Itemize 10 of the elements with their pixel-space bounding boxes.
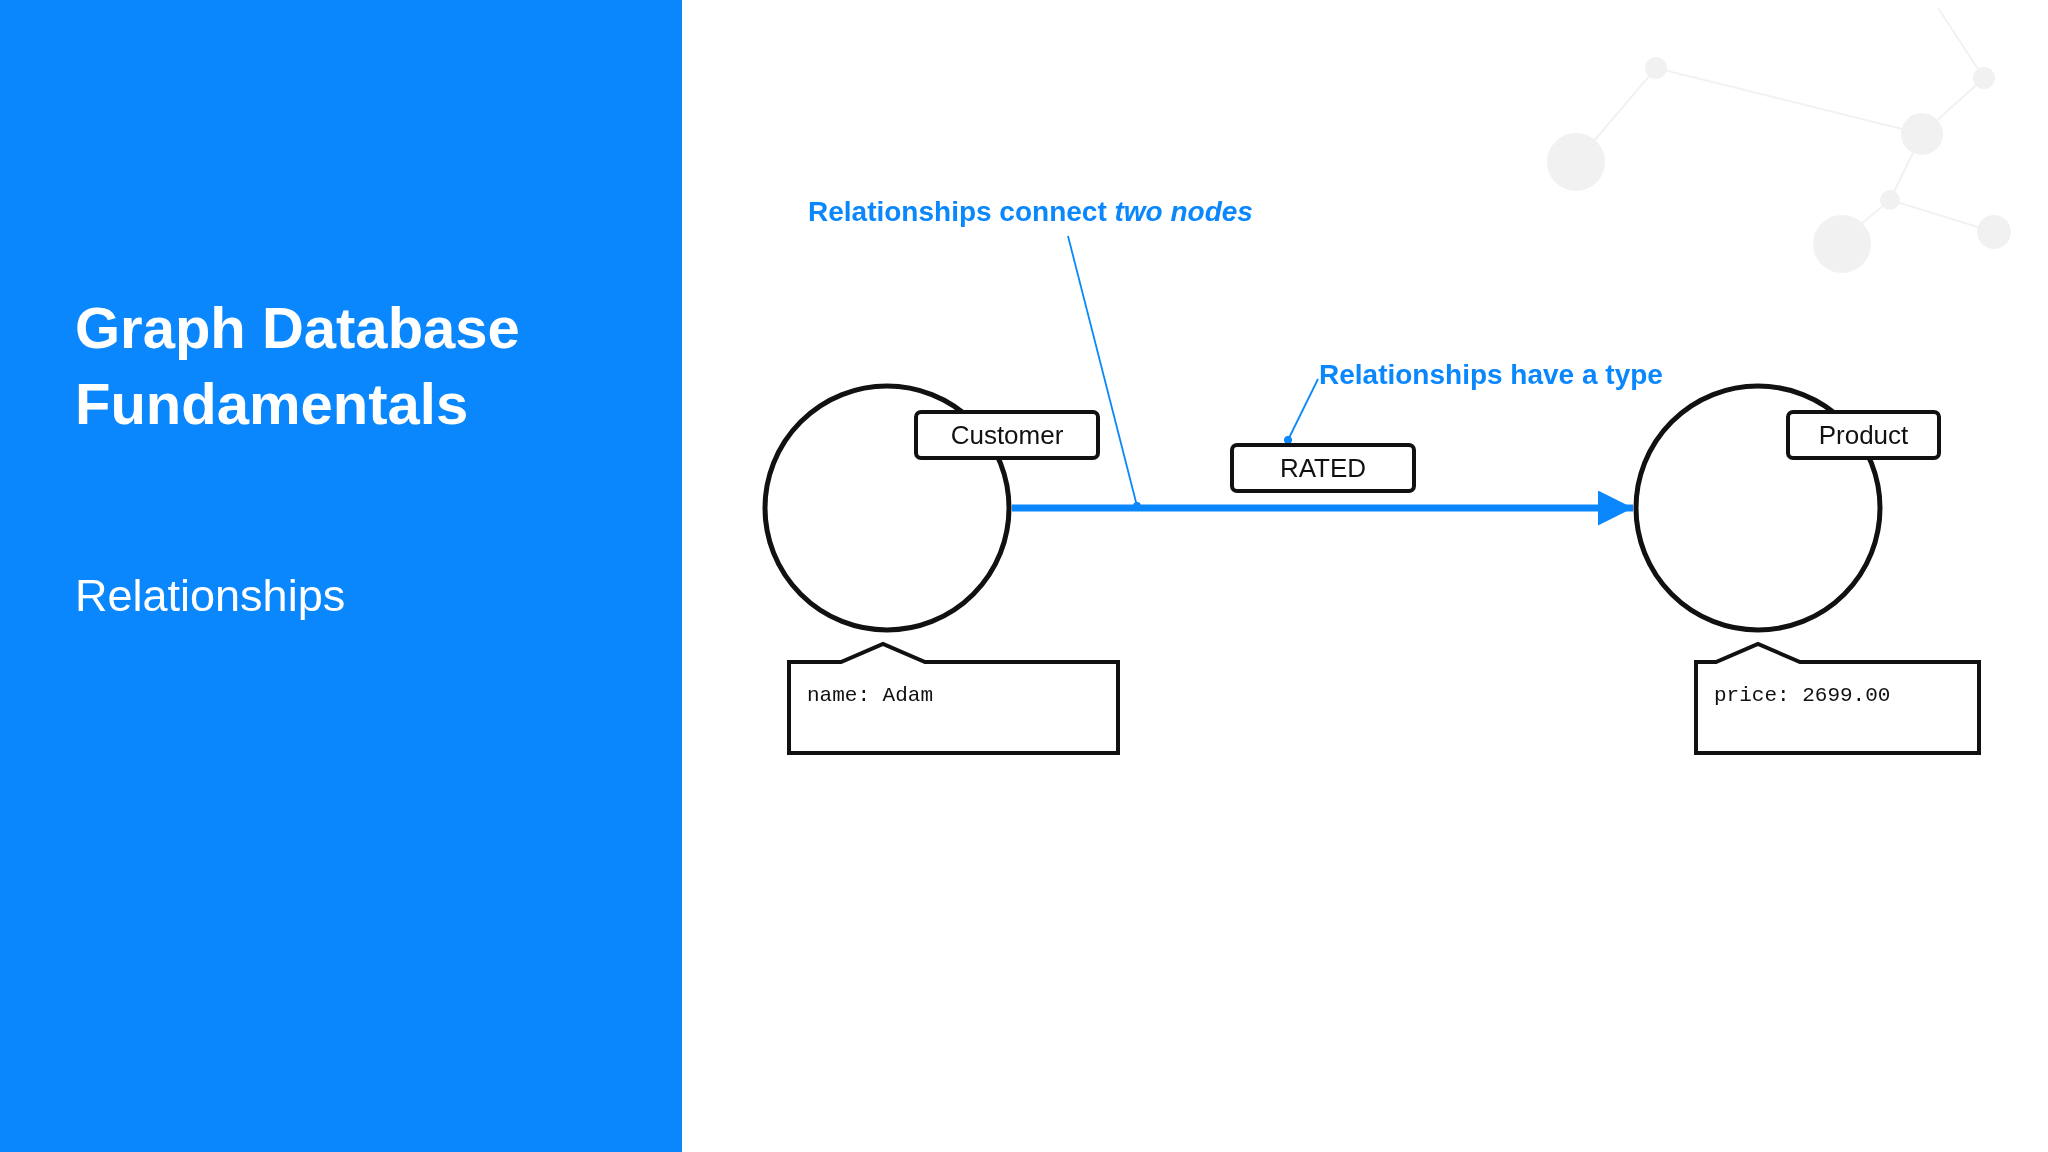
property-text: price: 2699.00 bbox=[1714, 684, 1891, 707]
leader-line bbox=[1283, 378, 1319, 445]
label-box: RATED bbox=[1230, 443, 1416, 493]
slide-title: Graph Database Fundamentals bbox=[75, 294, 521, 438]
annotation-text: Relationships have a type bbox=[1319, 359, 1663, 390]
slide-subtitle: Relationships bbox=[75, 569, 346, 623]
label-box: Product bbox=[1786, 410, 1941, 460]
label-box: Customer bbox=[914, 410, 1100, 460]
annotation-text: Relationships connect two nodes bbox=[808, 196, 1253, 227]
property-text: name: Adam bbox=[807, 684, 934, 707]
